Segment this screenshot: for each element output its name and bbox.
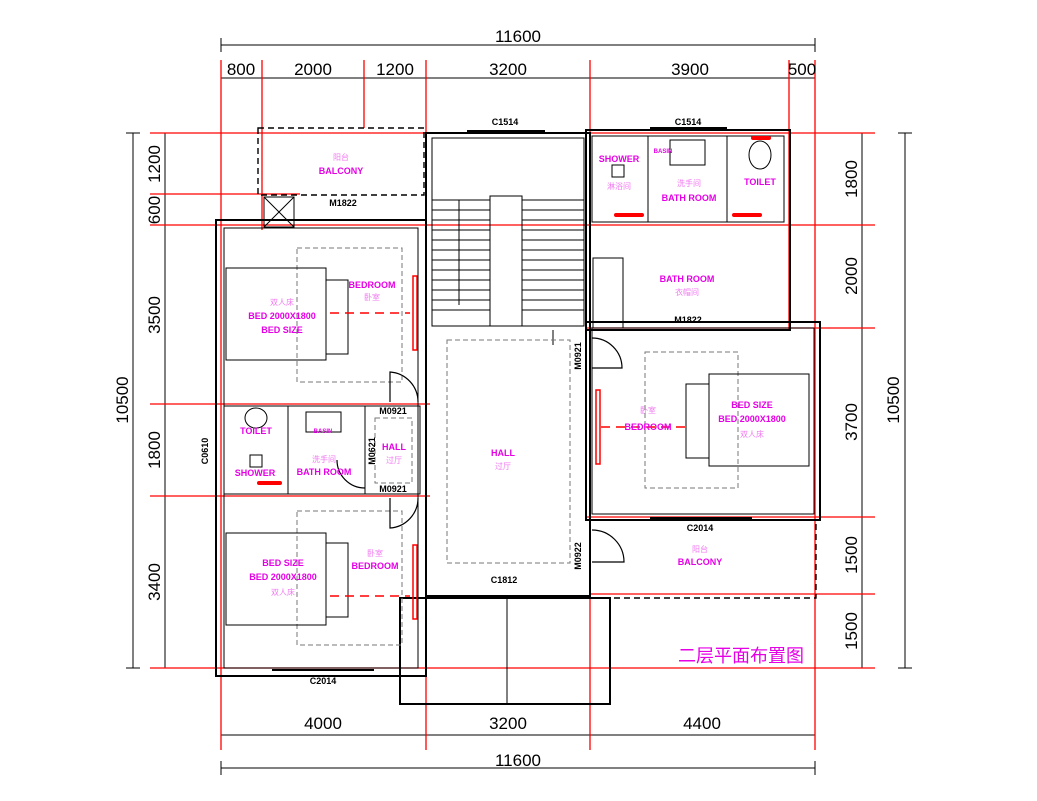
bed-label: BED 2000X1800: [248, 311, 316, 321]
toilet-w: [244, 407, 268, 429]
furniture: [225, 139, 810, 626]
bed-label: 双人床: [270, 297, 294, 307]
room-label: HALL: [382, 442, 406, 452]
dim-bottom: 4400: [683, 714, 721, 733]
room-label: 卧室: [640, 405, 656, 415]
door-code: M0921: [379, 406, 407, 416]
fixture-label: BASIN: [654, 149, 673, 155]
dim-left: 1800: [145, 431, 164, 469]
bed-label: 双人床: [740, 429, 764, 439]
dim-top: 1200: [376, 60, 414, 79]
dim-right: 2000: [842, 257, 861, 295]
dim-top: 800: [227, 60, 255, 79]
dim-bottom-total: 11600: [495, 751, 541, 770]
room-label: BATH ROOM: [662, 193, 717, 203]
room-label: TOILET: [240, 426, 272, 436]
window-code: C1514: [492, 117, 519, 127]
room-label: BALCONY: [678, 557, 723, 567]
door-code: M0922: [573, 542, 583, 570]
fixture-label: BASIN: [314, 429, 333, 435]
room-label: 卧室: [364, 292, 380, 302]
bed-label: BED 2000X1800: [718, 414, 786, 424]
window-code: C2014: [310, 676, 337, 686]
room-label: 阳台: [692, 544, 708, 554]
dim-top: 2000: [294, 60, 332, 79]
room-label: SHOWER: [235, 468, 276, 478]
window-code: C2014: [687, 523, 714, 533]
dim-right: 3700: [842, 403, 861, 441]
room-label: 衣帽间: [675, 287, 699, 297]
room-label: HALL: [491, 448, 515, 458]
dim-left: 600: [145, 196, 164, 224]
dim-top: 3900: [671, 60, 709, 79]
window-code: C0610: [200, 438, 210, 465]
wardrobe-doors: [257, 136, 771, 620]
walls: [215, 127, 821, 705]
room-label: 洗手间: [312, 454, 336, 464]
dim-left: 1200: [145, 145, 164, 183]
window-code: C1514: [675, 117, 702, 127]
dim-right-total: 10500: [884, 376, 903, 423]
bed-label: BED SIZE: [261, 325, 303, 335]
room-label: 过厅: [386, 455, 402, 465]
dim-bottom: 4000: [304, 714, 342, 733]
toilet-ne: [748, 140, 772, 170]
door-code: M0921: [573, 342, 583, 370]
room-label: BATH ROOM: [660, 274, 715, 284]
room-label: 淋浴间: [607, 181, 631, 191]
dimension-lines: [126, 38, 912, 775]
windows: [215, 127, 752, 671]
door-code: M1822: [329, 198, 357, 208]
room-label: 洗手间: [677, 178, 701, 188]
dim-top: 500: [788, 60, 816, 79]
dim-top-total: 11600: [495, 27, 541, 46]
door-code: M1822: [674, 315, 702, 325]
dim-left: 3500: [145, 296, 164, 334]
door-swings: [336, 337, 625, 563]
room-label: BEDROOM: [625, 422, 672, 432]
room-label: 过厅: [495, 461, 511, 471]
dim-bottom: 3200: [489, 714, 527, 733]
room-label: BEDROOM: [349, 280, 396, 290]
bed-label: BED 2000X1800: [249, 572, 317, 582]
bed-label: BED SIZE: [262, 558, 304, 568]
room-label: SHOWER: [599, 154, 640, 164]
dim-right: 1500: [842, 612, 861, 650]
window-code: C1812: [491, 575, 518, 585]
door-code: M0921: [379, 484, 407, 494]
room-label: 阳台: [333, 152, 349, 162]
dim-top: 3200: [489, 60, 527, 79]
stair-treads: [432, 199, 584, 345]
room-label: TOILET: [744, 177, 776, 187]
bed-label: 双人床: [271, 587, 295, 597]
room-label: 卧室: [367, 548, 383, 558]
room-label: BEDROOM: [352, 561, 399, 571]
dim-left: 3400: [145, 563, 164, 601]
door-code: M0621: [367, 437, 377, 465]
dim-right: 1800: [842, 160, 861, 198]
dim-left-total: 10500: [113, 376, 132, 423]
room-label: BATH ROOM: [297, 467, 352, 477]
bed-label: BED SIZE: [731, 400, 773, 410]
dim-right: 1500: [842, 536, 861, 574]
plan-title: 二层平面布置图: [678, 646, 804, 667]
room-label: BALCONY: [319, 166, 364, 176]
